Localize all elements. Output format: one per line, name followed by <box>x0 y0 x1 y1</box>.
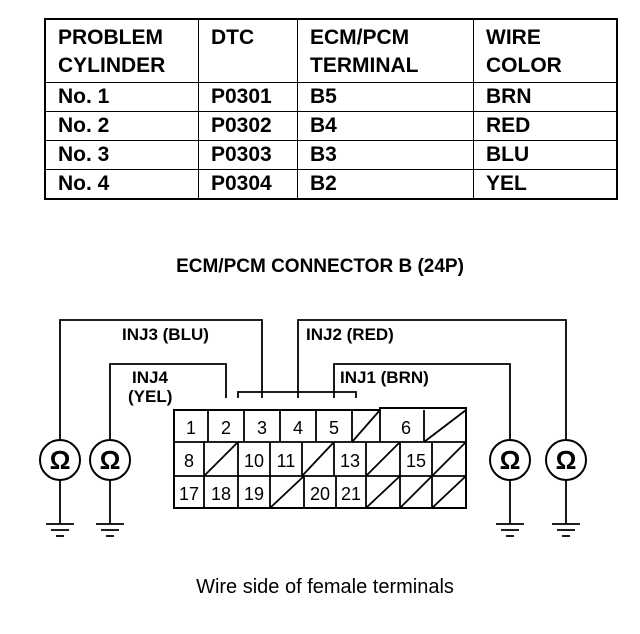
cylinder-cell: No. 2 <box>44 111 199 141</box>
terminal-cell: B5 <box>297 82 474 112</box>
terminal-11: 11 <box>277 451 296 471</box>
inj3-label: INJ3 (BLU) <box>122 325 209 344</box>
table-row: No. 2 P0302 B4 RED <box>44 111 618 141</box>
ohm-icon: Ω <box>500 445 521 475</box>
terminal-15: 15 <box>406 451 426 471</box>
connector-hood <box>237 391 357 398</box>
terminal-13: 13 <box>340 451 360 471</box>
inj4-label: INJ4 <box>132 368 168 387</box>
table-header-row: PROBLEM CYLINDER DTC ECM/PCM TERMINAL WI… <box>44 18 618 83</box>
wire-color-cell: BLU <box>473 140 618 170</box>
inj2-wire <box>297 319 567 440</box>
ohm-icon: Ω <box>100 445 121 475</box>
ground-icon <box>96 523 124 537</box>
inj4-wire <box>109 363 227 440</box>
inj1-wire <box>333 363 511 440</box>
table-row: No. 4 P0304 B2 YEL <box>44 169 618 200</box>
terminal-8: 8 <box>184 451 194 471</box>
dtc-cell: P0304 <box>198 169 298 200</box>
wire-color-cell: YEL <box>473 169 618 200</box>
header-wire-color: WIRE COLOR <box>473 18 618 83</box>
diagram-caption: Wire side of female terminals <box>196 576 454 598</box>
header-dtc: DTC <box>198 18 298 83</box>
dtc-cell: P0301 <box>198 82 298 112</box>
connector-title: ECM/PCM CONNECTOR B (24P) <box>176 256 464 277</box>
terminal-cell: B4 <box>297 111 474 141</box>
table-row: No. 1 P0301 B5 BRN <box>44 82 618 112</box>
terminal-6: 6 <box>401 418 411 438</box>
dtc-table: PROBLEM CYLINDER DTC ECM/PCM TERMINAL WI… <box>44 18 618 200</box>
terminal-17: 17 <box>179 484 199 504</box>
header-terminal: ECM/PCM TERMINAL <box>297 18 474 83</box>
terminal-18: 18 <box>211 484 231 504</box>
inj2-label: INJ2 (RED) <box>306 325 394 344</box>
dtc-cell: P0303 <box>198 140 298 170</box>
cylinder-cell: No. 4 <box>44 169 199 200</box>
wire-color-cell: RED <box>473 111 618 141</box>
inj4-label-color: (YEL) <box>128 387 172 406</box>
terminal-cell: B3 <box>297 140 474 170</box>
ground-icon <box>46 523 74 537</box>
terminal-4: 4 <box>293 418 303 438</box>
ground-icon <box>552 523 580 537</box>
ohm-icon: Ω <box>556 445 577 475</box>
cylinder-cell: No. 1 <box>44 82 199 112</box>
terminal-20: 20 <box>310 484 330 504</box>
terminal-3: 3 <box>257 418 267 438</box>
cylinder-cell: No. 3 <box>44 140 199 170</box>
inj3-wire <box>59 319 263 440</box>
terminal-21: 21 <box>341 484 361 504</box>
terminal-10: 10 <box>244 451 264 471</box>
header-problem-cylinder: PROBLEM CYLINDER <box>44 18 199 83</box>
terminal-2: 2 <box>221 418 231 438</box>
terminal-5: 5 <box>329 418 339 438</box>
terminal-1: 1 <box>186 418 196 438</box>
terminal-19: 19 <box>244 484 264 504</box>
terminal-cell: B2 <box>297 169 474 200</box>
table-row: No. 3 P0303 B3 BLU <box>44 140 618 170</box>
ohm-icon: Ω <box>50 445 71 475</box>
dtc-cell: P0302 <box>198 111 298 141</box>
inj1-label: INJ1 (BRN) <box>340 368 429 387</box>
ground-icon <box>496 523 524 537</box>
